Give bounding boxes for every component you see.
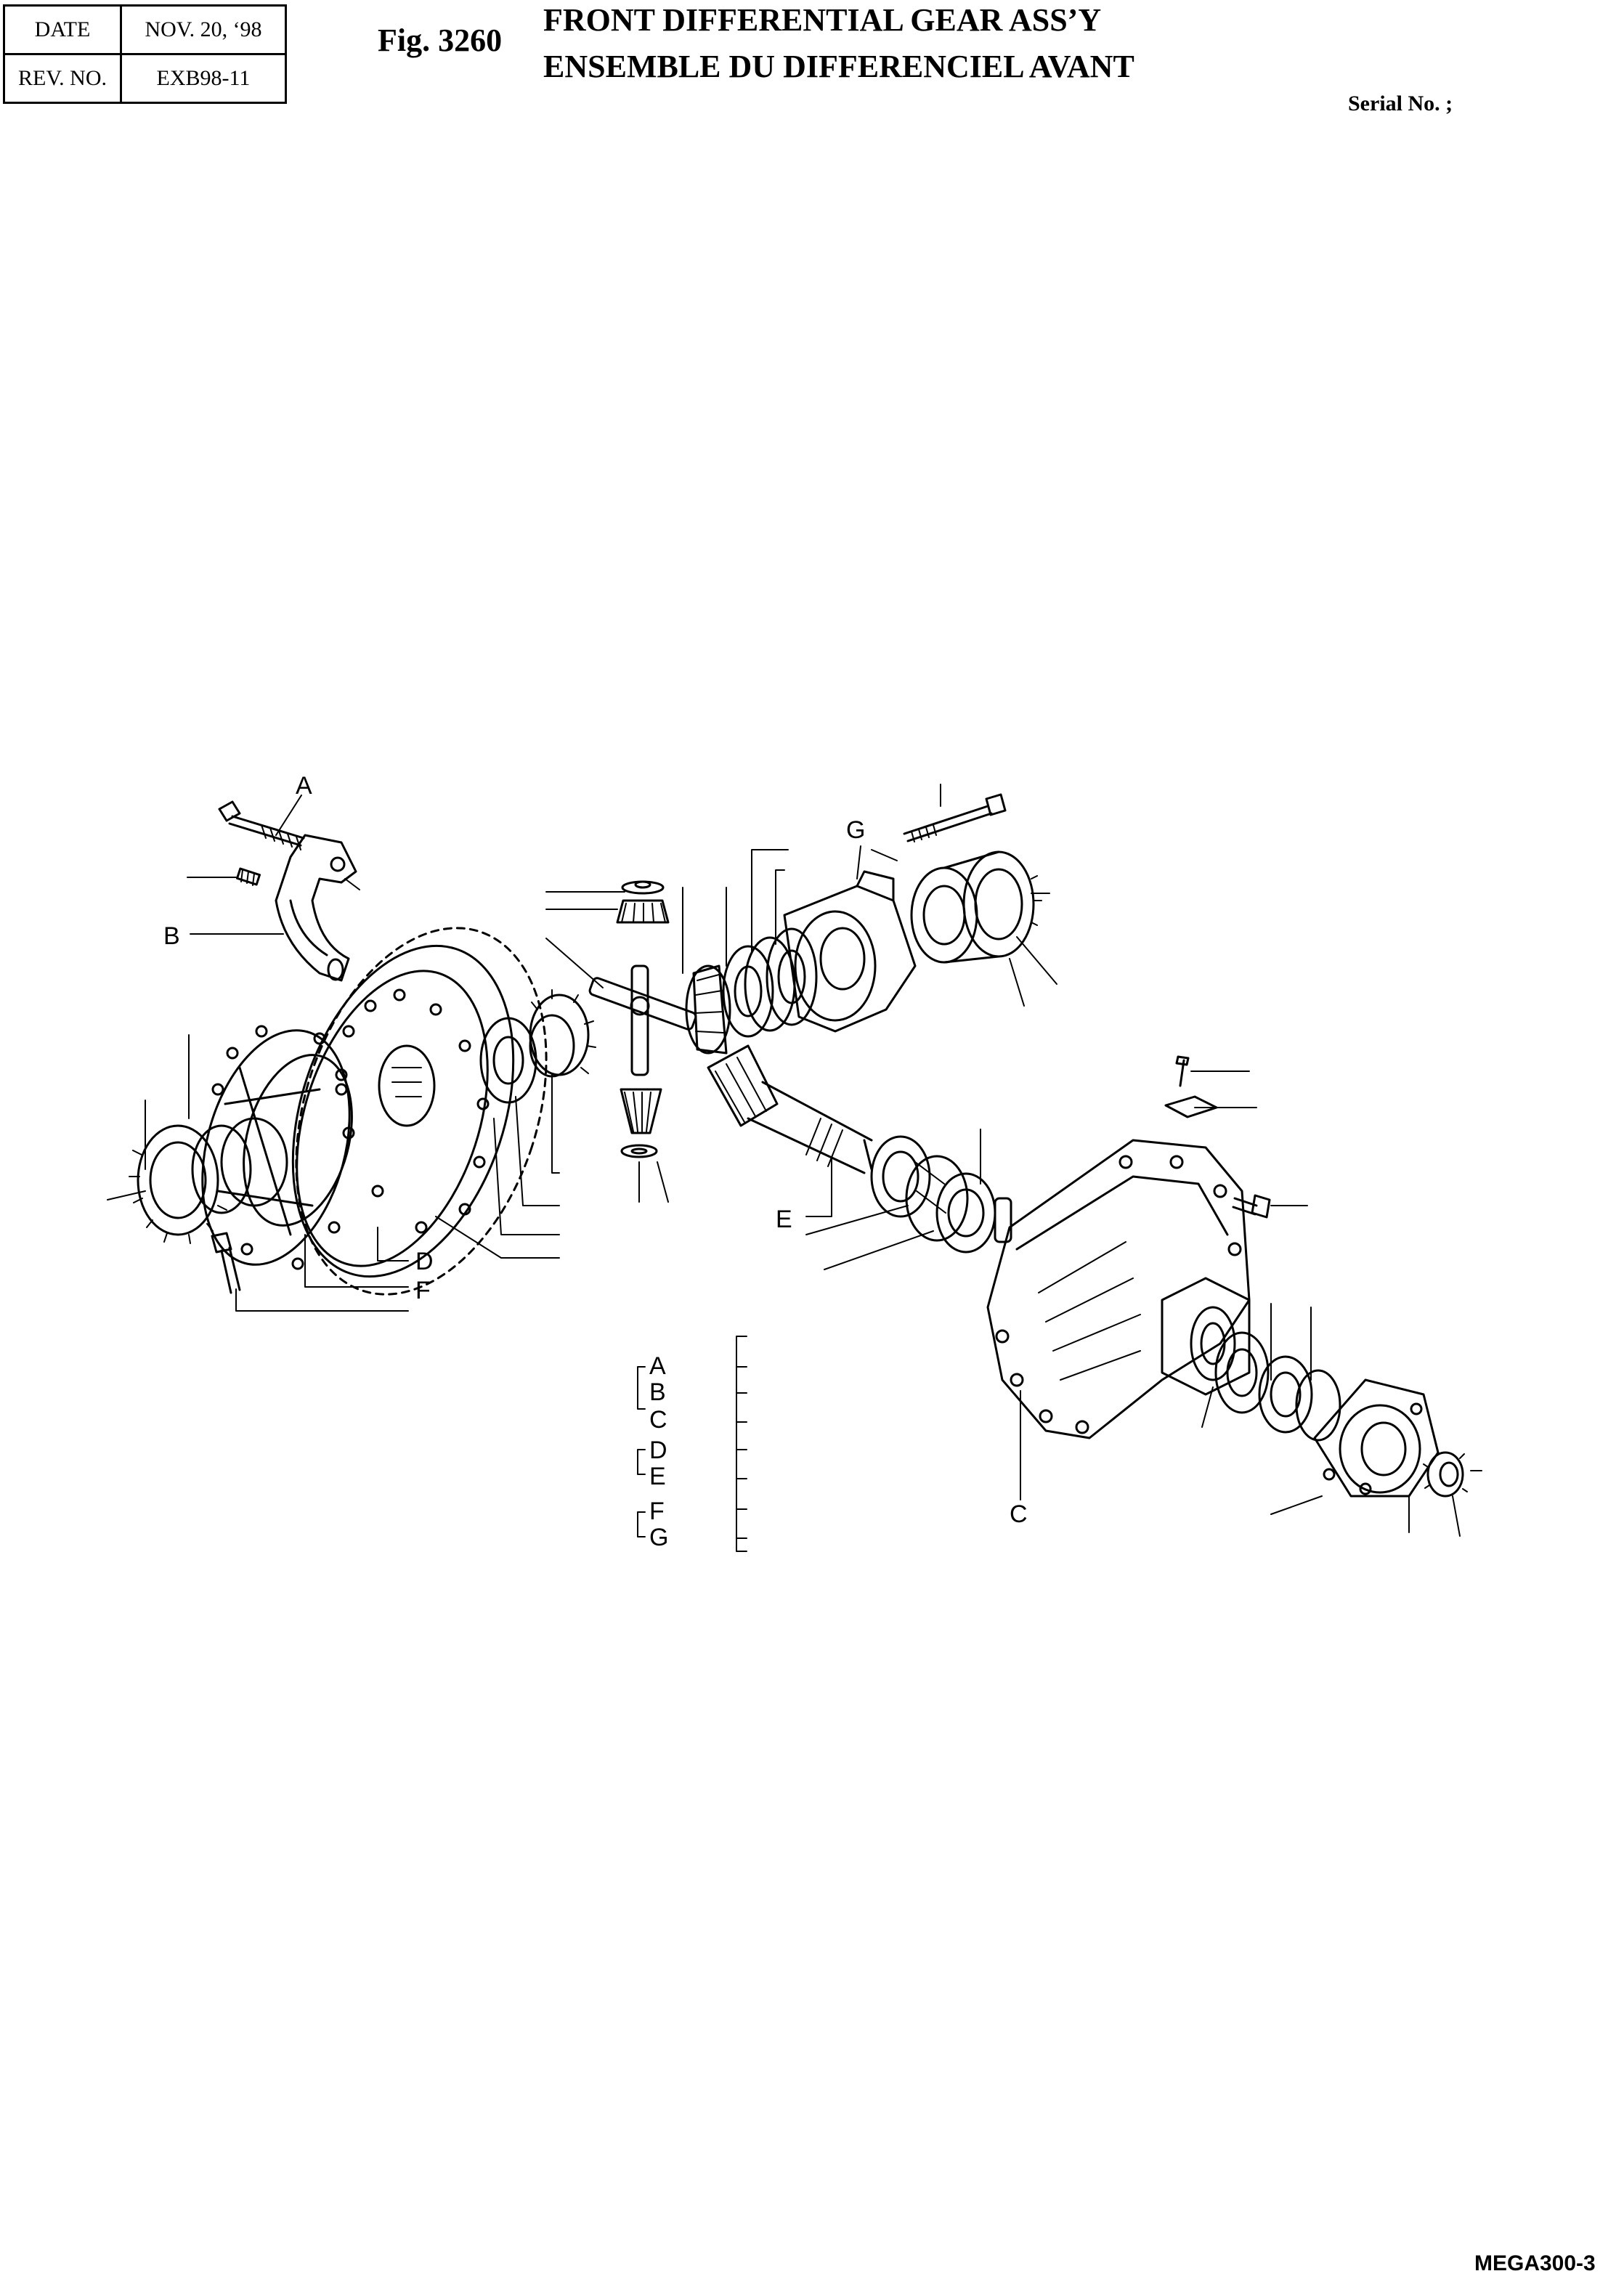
case-bolt <box>211 1232 241 1294</box>
cap-bolt <box>218 800 305 850</box>
figure-number: Fig. 3260 <box>378 23 503 58</box>
side-gear-right <box>685 964 731 1055</box>
drive-pinion-shaft <box>707 1044 873 1174</box>
legend-G: G <box>649 1524 668 1551</box>
callout-G: G <box>846 816 865 844</box>
callout-C: C <box>1010 1500 1028 1528</box>
legend-C: C <box>649 1406 667 1434</box>
callout-E: E <box>776 1206 792 1233</box>
housing-bolt <box>1232 1194 1271 1219</box>
kit-legend: A B C D E F G <box>637 1336 747 1552</box>
pinion-gear-top <box>616 880 670 924</box>
date-label: DATE <box>3 4 122 55</box>
callout-B: B <box>163 922 180 950</box>
callout-A: A <box>296 772 312 800</box>
legend-D: D <box>649 1437 667 1464</box>
bearing-cap <box>275 834 357 982</box>
flange-nut <box>1423 1451 1468 1498</box>
axle-housing <box>986 1139 1251 1439</box>
clutch-discs <box>722 927 818 1038</box>
legend-A: A <box>649 1352 666 1380</box>
leader-lines <box>107 784 1482 1537</box>
document-code: MEGA300-3 <box>1474 2251 1596 2275</box>
long-bolt <box>903 793 1007 842</box>
differential-case-right <box>783 870 917 1033</box>
revision-table: DATE NOV. 20, ‘98 REV. NO. EXB98-11 <box>3 4 287 104</box>
thrust-washer-left <box>479 1017 537 1104</box>
spider-cross <box>588 964 697 1076</box>
differential-case-left <box>201 1025 353 1270</box>
date-value: NOV. 20, ‘98 <box>120 4 287 55</box>
legend-B: B <box>649 1378 666 1406</box>
output-flange <box>1313 1378 1440 1498</box>
housing-bearings-right <box>1214 1331 1341 1442</box>
rev-value: EXB98-11 <box>120 53 287 104</box>
legend-E: E <box>649 1463 666 1490</box>
callout-F: F <box>415 1277 431 1304</box>
title-english: FRONT DIFFERENTIAL GEAR ASS’Y <box>543 2 1102 38</box>
serial-number: Serial No. ; <box>1348 92 1453 115</box>
legend-F: F <box>649 1498 665 1525</box>
callout-labels: A B C D E F G <box>163 772 1028 1528</box>
rev-label: REV. NO. <box>3 53 122 104</box>
pinion-gear-bottom <box>620 1088 662 1158</box>
left-roller-bearing <box>129 1124 252 1244</box>
callout-D: D <box>415 1248 434 1275</box>
small-pin <box>1175 1055 1190 1087</box>
pinion-bearings <box>870 1135 1012 1254</box>
stud <box>236 867 261 886</box>
right-bearing-top <box>910 850 1042 964</box>
title-french: ENSEMBLE DU DIFFERENCIEL AVANT <box>543 49 1134 84</box>
